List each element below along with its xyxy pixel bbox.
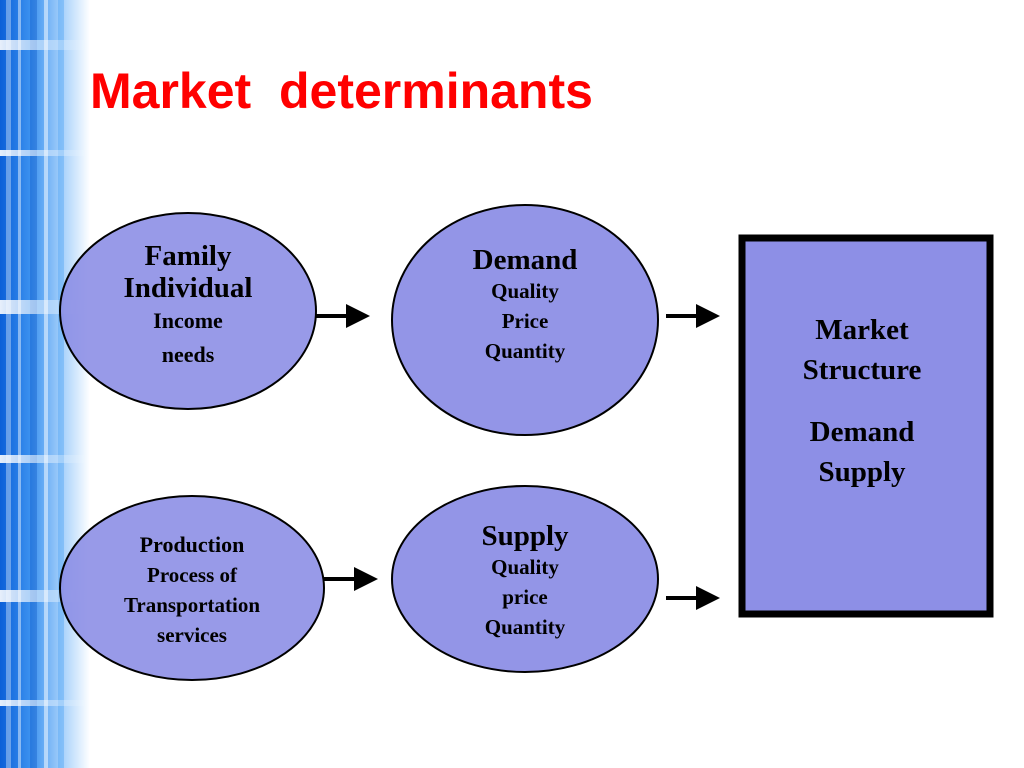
- process-of-label: Process of: [147, 563, 237, 587]
- demand-price-label: Price: [501, 309, 549, 333]
- production-label: Production: [139, 532, 245, 557]
- decorative-side-stripe: [0, 0, 90, 768]
- family-node-text: Family Individual Income needs: [88, 240, 288, 370]
- demand-ellipse: [391, 204, 659, 436]
- structure-label: Structure: [802, 354, 922, 386]
- supply-ellipse: [391, 485, 659, 673]
- demand-quality-label: Quality: [491, 279, 559, 303]
- production-node-text: Production Process of Transportation ser…: [92, 530, 292, 650]
- market-label: Market: [815, 314, 909, 346]
- production-ellipse: [59, 495, 325, 681]
- supply-node-text: Supply Quality price Quantity: [425, 520, 625, 642]
- market-node-text: Market Structure Demand Supply: [762, 310, 962, 492]
- income-label: Income: [153, 308, 223, 333]
- family-ellipse: [59, 212, 317, 410]
- demand-node-text: Demand Quality Price Quantity: [425, 244, 625, 366]
- demand-quantity-label: Quantity: [484, 339, 566, 363]
- transportation-label: Transportation: [123, 593, 261, 617]
- market-supply-label: Supply: [818, 456, 906, 488]
- supply-quality-label: Quality: [491, 555, 559, 579]
- services-label: services: [157, 623, 227, 647]
- supply-price-label: price: [502, 585, 548, 609]
- individual-label: Individual: [123, 272, 253, 304]
- supply-quantity-label: Quantity: [484, 615, 566, 639]
- demand-heading: Demand: [472, 244, 578, 276]
- supply-heading: Supply: [481, 520, 569, 552]
- family-label: Family: [144, 240, 232, 272]
- market-demand-label: Demand: [809, 416, 915, 448]
- needs-label: needs: [161, 342, 215, 367]
- market-structure-box: [738, 234, 994, 618]
- page-title: Market determinants: [90, 63, 593, 119]
